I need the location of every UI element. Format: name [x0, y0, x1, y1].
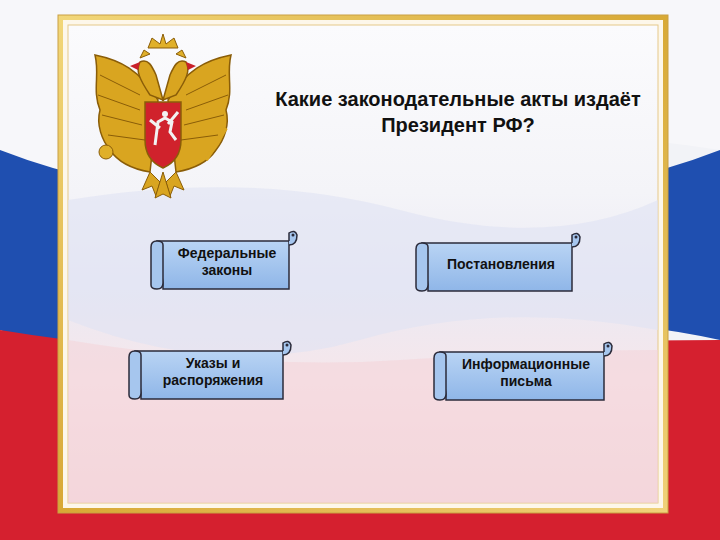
scroll-box: Постановления — [414, 231, 582, 293]
scroll-text: Постановления — [414, 248, 582, 281]
scroll-text: Информационные письма — [432, 348, 614, 398]
slide-title: Какие законодательные акты издаёт Презид… — [268, 86, 648, 138]
scroll-box: Указы и распоряжения — [127, 339, 293, 401]
scroll-text: Указы и распоряжения — [127, 347, 293, 397]
scroll-box: Информационные письма — [432, 340, 614, 402]
coat-of-arms — [95, 34, 231, 198]
scroll-text: Федеральные законы — [149, 237, 299, 287]
scroll-box: Федеральные законы — [149, 229, 299, 291]
